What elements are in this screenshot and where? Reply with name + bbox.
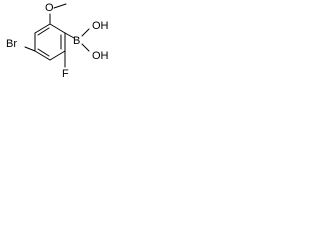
ring-bond-top-left-inner — [37, 27, 50, 36]
methoxy-oxygen-label: O — [45, 2, 54, 14]
bond-ring-to-boron — [64, 32, 75, 39]
fluorine-label: F — [62, 68, 69, 80]
hydroxyl-upper-label: OH — [92, 20, 109, 32]
bond-boron-to-hydroxyl-upper — [81, 28, 90, 37]
ring-bond-bottom-left-inner — [37, 48, 50, 57]
bromine-label: Br — [6, 38, 17, 50]
bond-boron-to-hydroxyl-lower — [81, 43, 90, 52]
boron-label: B — [73, 35, 80, 47]
bond-methoxy-oxygen-to-methyl — [53, 3, 67, 9]
ring-bond-top-right — [49, 23, 66, 34]
ring-bond-bottom-left — [34, 50, 51, 61]
benzene-ring — [34, 23, 66, 61]
chemical-structure: O Br B OH OH F — [6, 2, 109, 80]
hydroxyl-lower-label: OH — [92, 50, 109, 62]
bond-ring-to-bromine — [24, 46, 36, 52]
ring-bond-bottom-right — [49, 50, 66, 61]
ring-bond-top-left — [34, 23, 51, 34]
